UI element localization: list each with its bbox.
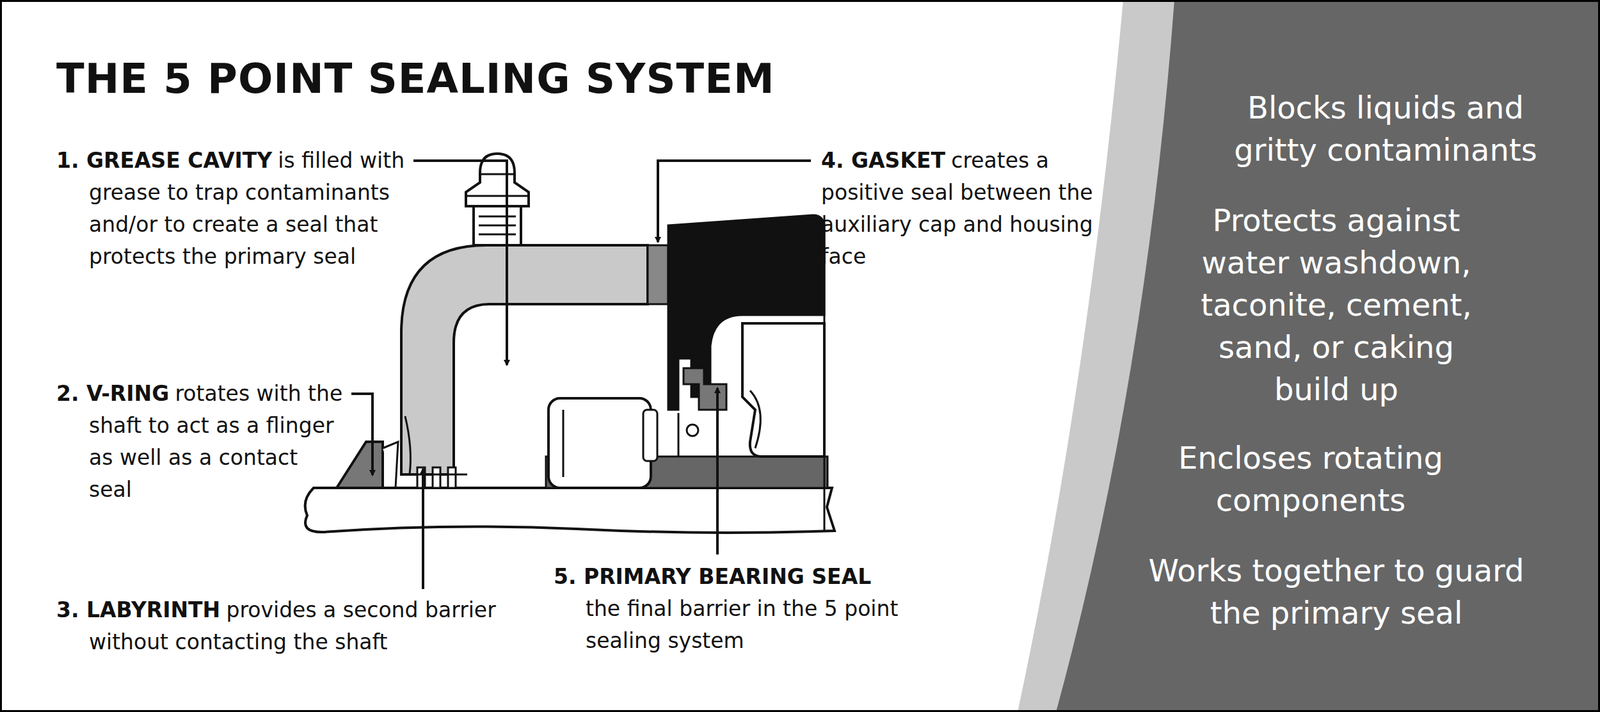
roller xyxy=(548,398,651,488)
callout-heading: 4. GASKET xyxy=(821,147,946,173)
bearing-outer-ring xyxy=(742,323,825,457)
leader-line xyxy=(657,160,811,242)
dark-panel xyxy=(1056,0,1600,712)
seal-spring xyxy=(686,424,699,436)
callout-text: 2. V-RINGrotates with the shaft to act a… xyxy=(56,377,345,506)
labyrinth-groove xyxy=(432,467,441,488)
callout-text: 1. GREASE CAVITYis filled with grease to… xyxy=(56,144,461,273)
labyrinth-line xyxy=(401,473,468,476)
shaft xyxy=(305,487,835,533)
callout-heading: 5. PRIMARY BEARING SEAL xyxy=(553,560,964,593)
callout-text: 3. LABYRINTHprovides a second barrier wi… xyxy=(56,593,576,658)
v-ring-lip xyxy=(382,441,399,488)
feature-panel: Blocks liquids and gritty contaminantsPr… xyxy=(1049,0,1600,712)
roller-edge xyxy=(562,409,565,477)
leader-line xyxy=(413,160,507,365)
feature-text: Blocks liquids and gritty contaminants xyxy=(1206,86,1565,171)
feature-text: Works together to guard the primary seal xyxy=(1125,549,1548,634)
grease-fitting-hex xyxy=(473,206,521,246)
callout-heading: 2. V-RING xyxy=(56,380,169,406)
callout-heading: 1. GREASE CAVITY xyxy=(56,147,272,173)
housing xyxy=(401,245,648,475)
callout-heading: 3. LABYRINTH xyxy=(56,597,221,623)
feature-text: Encloses rotating components xyxy=(1137,436,1484,521)
leader-line xyxy=(716,387,719,555)
labyrinth-groove xyxy=(448,467,456,488)
light-band xyxy=(1017,0,1600,712)
callout-body: the final barrier in the 5 point sealing… xyxy=(553,592,919,657)
leader-line xyxy=(421,468,425,589)
cage xyxy=(643,409,658,461)
feature-text: Protects against water washdown, taconit… xyxy=(1176,199,1497,411)
leader-line xyxy=(351,393,373,475)
housing-lip xyxy=(405,416,411,475)
primary-bearing-seal xyxy=(683,368,727,410)
diagram-title: THE 5 POINT SEALING SYSTEM xyxy=(56,55,776,103)
callout-text: 4. GASKETcreates a positive seal between… xyxy=(821,144,1103,273)
v-ring xyxy=(336,441,383,488)
callout-text: 5. PRIMARY BEARING SEALthe final barrier… xyxy=(553,560,964,657)
gasket xyxy=(647,245,669,304)
